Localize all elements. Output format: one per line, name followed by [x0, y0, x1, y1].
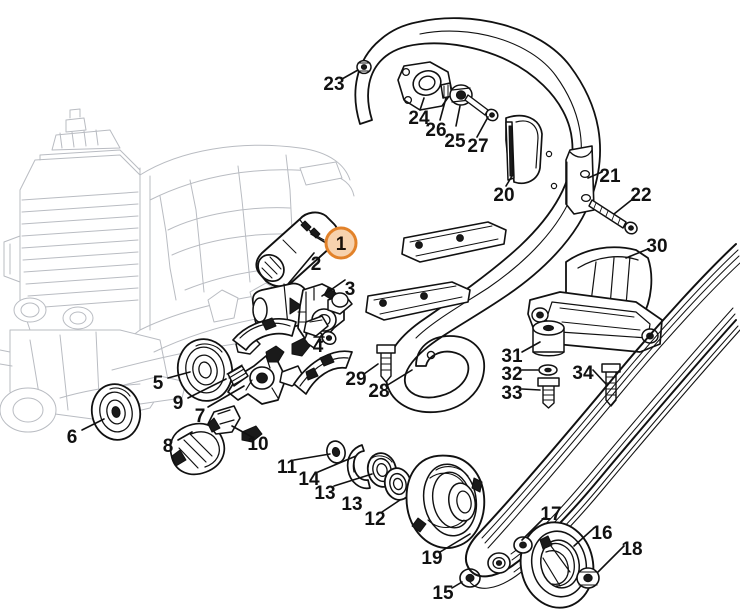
callout-29[interactable]: 29 [345, 369, 366, 390]
callout-20[interactable]: 20 [493, 185, 514, 206]
part-31-spacer-bush [532, 320, 565, 357]
part-33-screw [537, 377, 560, 409]
callout-24[interactable]: 24 [408, 108, 430, 129]
handlebar-loop [354, 17, 601, 413]
clutch-band-right [293, 350, 353, 395]
part-12-clutch-drum-pulley [405, 454, 486, 549]
callout-11[interactable]: 11 [277, 457, 298, 478]
callout-7[interactable]: 7 [195, 406, 206, 427]
callout-31[interactable]: 31 [501, 346, 523, 367]
clutch-band-upper [232, 317, 297, 351]
part-16-belt-pulley [519, 521, 595, 609]
callout-33[interactable]: 33 [501, 383, 522, 404]
callout-22[interactable]: 22 [630, 185, 651, 206]
part-29-screw [376, 344, 396, 383]
callout-17[interactable]: 17 [540, 504, 561, 525]
callout-6[interactable]: 6 [67, 427, 78, 448]
callout-18[interactable]: 18 [621, 539, 642, 560]
part-17-belt-washer [513, 536, 533, 554]
callout-32[interactable]: 32 [501, 364, 522, 385]
part-21-clamp-half [565, 145, 595, 215]
part-23-hex-nut [356, 59, 372, 75]
part-5-clutch-drum [176, 338, 234, 402]
part-19-belt-pulley-rear [487, 552, 511, 574]
part-26-bushing [440, 82, 453, 99]
part-27-shoulder-screw [464, 94, 499, 122]
callout-21[interactable]: 21 [599, 166, 621, 187]
part-9-clutch-spring [226, 364, 249, 387]
callout-34[interactable]: 34 [572, 363, 594, 384]
callout-19[interactable]: 19 [421, 548, 442, 569]
callout-4[interactable]: 4 [313, 336, 324, 357]
callout-labels: 1 2 3 4 5 6 7 8 9 10 11 12 13 13 14 15 1… [67, 74, 668, 604]
callout-14[interactable]: 14 [298, 469, 320, 490]
callout-8[interactable]: 8 [163, 436, 174, 457]
callout-1[interactable]: 1 [336, 234, 347, 255]
leader-lines [81, 69, 649, 589]
callout-12[interactable]: 12 [364, 509, 385, 530]
part-18-nut [576, 567, 600, 589]
callout-13-a[interactable]: 13 [314, 483, 335, 504]
callout-23[interactable]: 23 [323, 74, 344, 95]
callout-28[interactable]: 28 [368, 381, 389, 402]
callout-26[interactable]: 26 [425, 120, 446, 141]
part-32-washer [538, 364, 558, 376]
callout-16[interactable]: 16 [591, 523, 612, 544]
callout-2[interactable]: 2 [311, 254, 322, 275]
part-34-tapping-screw [601, 363, 621, 407]
part-20-handle-grip-pad [505, 114, 543, 185]
clutch-parts-cluster [303, 292, 353, 337]
callout-30[interactable]: 30 [646, 236, 667, 257]
callout-9[interactable]: 9 [173, 393, 184, 414]
callout-3[interactable]: 3 [345, 279, 356, 300]
part-22-long-screw [588, 199, 638, 235]
part-14-circlip [346, 444, 371, 490]
callout-27[interactable]: 27 [467, 136, 488, 157]
callout-13-b[interactable]: 13 [341, 494, 362, 515]
part-6-washer-disc [90, 383, 142, 441]
callout-25[interactable]: 25 [444, 131, 466, 152]
callout-15[interactable]: 15 [432, 583, 454, 604]
part-24-annular-buffer-flange [397, 61, 453, 111]
callout-10[interactable]: 10 [247, 434, 268, 455]
part-10-clutch-shoe-small [207, 405, 241, 435]
highlight-circle-callout-1[interactable] [324, 226, 358, 260]
part-15-washer-small [459, 568, 481, 588]
callout-5[interactable]: 5 [153, 373, 164, 394]
